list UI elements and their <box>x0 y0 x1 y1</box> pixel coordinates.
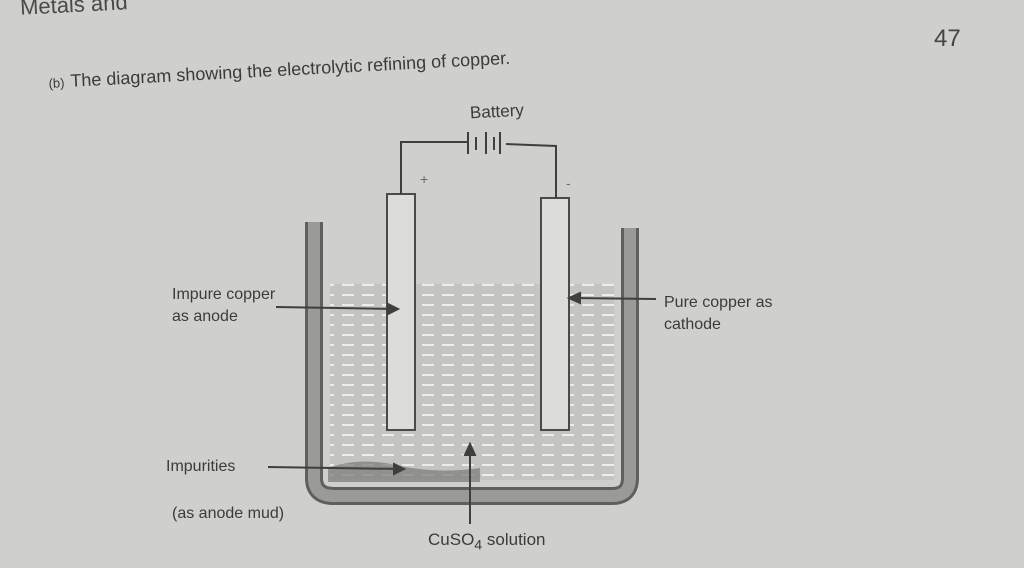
negative-terminal-sign: - <box>566 175 571 191</box>
circuit-wire-positive <box>400 141 468 194</box>
battery-label: Battery <box>469 100 525 123</box>
solution-formula-subscript: 4 <box>474 537 483 554</box>
impurities-label: Impurities <box>166 458 236 475</box>
solution-word: solution <box>482 530 546 549</box>
solution-pointer <box>463 441 477 524</box>
pure-copper-cathode <box>540 197 570 431</box>
anode-pointer <box>275 302 401 316</box>
page-number: 47 <box>934 25 961 52</box>
question-marker: (b) <box>48 75 65 91</box>
cathode-pointer <box>566 291 657 305</box>
solution-formula: CuSO <box>428 530 475 549</box>
solution-label: CuSO4 solution <box>428 530 546 553</box>
anode-mud-label: (as anode mud) <box>172 505 285 522</box>
positive-terminal-sign: + <box>420 171 429 187</box>
battery-symbol <box>467 132 501 154</box>
impurities-pointer <box>267 462 407 476</box>
circuit-wire-negative <box>505 143 557 198</box>
anode-label: Impure copper as anode <box>172 286 276 325</box>
cathode-label: Pure copper as cathode <box>664 294 773 333</box>
anode-mud <box>328 461 480 482</box>
